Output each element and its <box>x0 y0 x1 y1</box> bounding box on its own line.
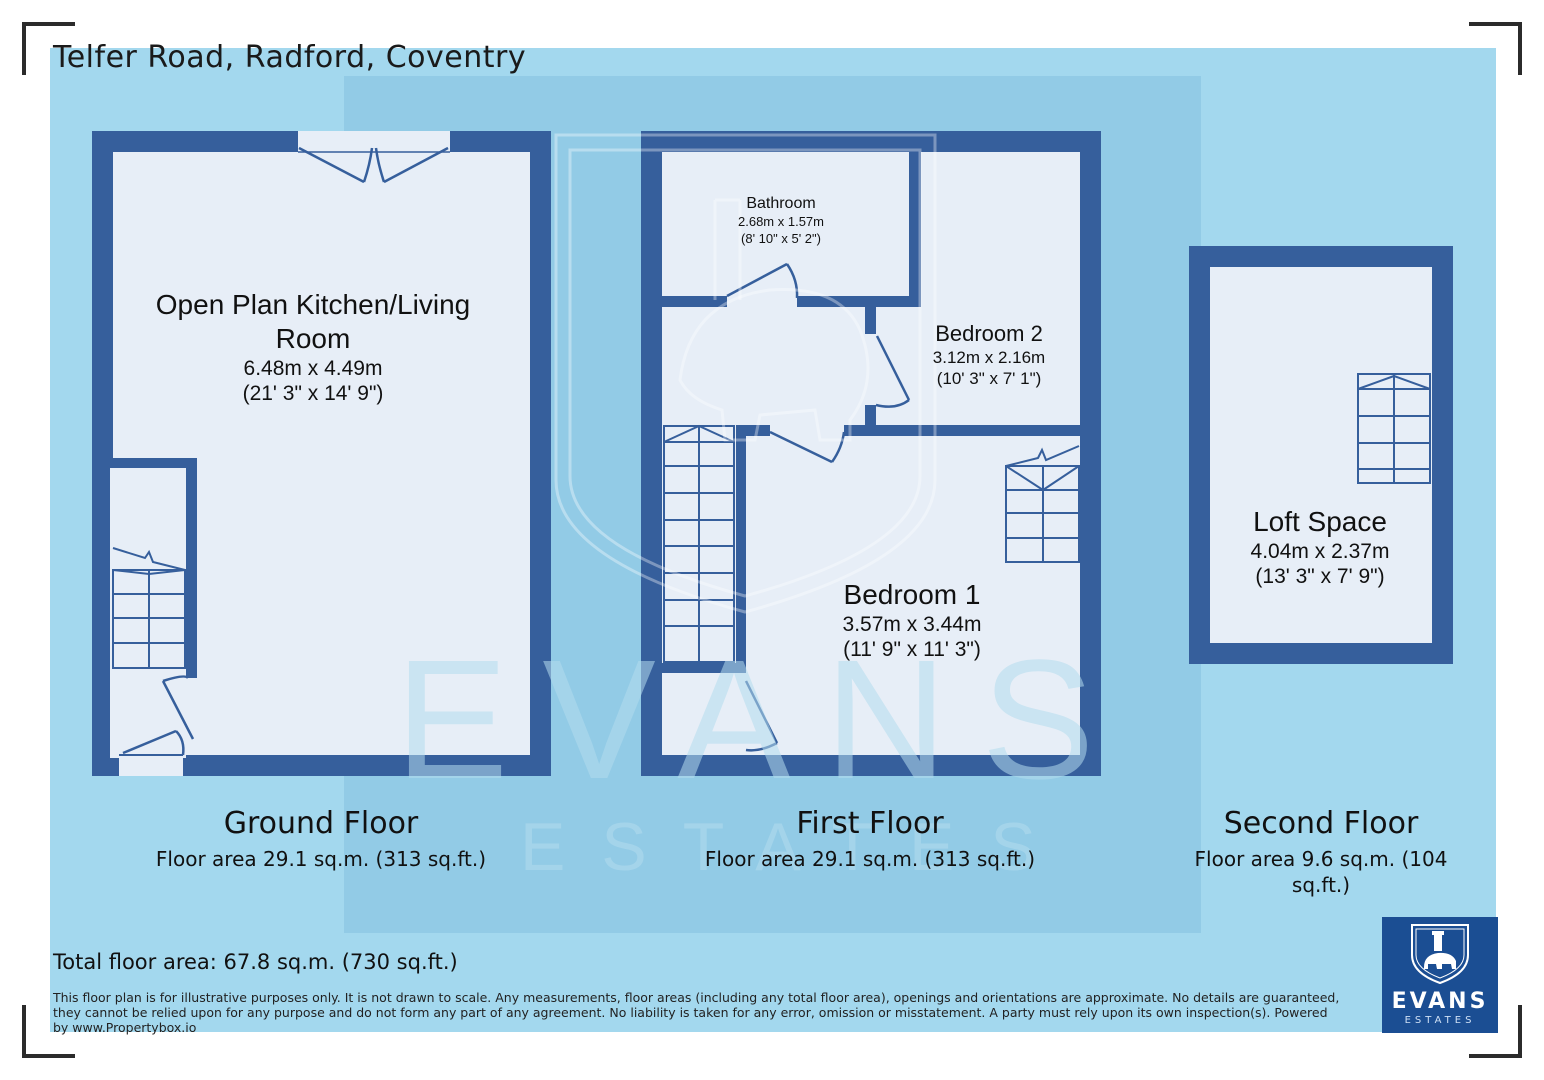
room-name: Loft Space <box>1253 506 1387 537</box>
first-floor-plan <box>641 131 1101 776</box>
room-name-line2: Room <box>275 323 351 354</box>
room-dimensions-metric: 3.12m x 2.16m <box>932 348 1046 367</box>
logo-subtitle: ESTATES <box>1404 1015 1476 1026</box>
property-address: Telfer Road, Radford, Coventry <box>53 40 527 75</box>
room-label-bedroom-2: Bedroom 2 3.12m x 2.16m (10' 3" x 7' 1") <box>900 321 1078 389</box>
floor-title-ground: Ground Floor <box>223 806 419 841</box>
room-name: Bedroom 2 <box>935 321 1043 346</box>
room-dimensions-imperial: (13' 3" x 7' 9") <box>1255 565 1385 588</box>
watermark-text: EVANS <box>395 625 1129 815</box>
room-name: Open Plan Kitchen/Living <box>155 289 471 320</box>
room-label-bedroom-1: Bedroom 1 3.57m x 3.44m (11' 9" x 11' 3"… <box>792 578 1032 662</box>
ground-floor-plan <box>92 131 551 776</box>
floor-area-second: Floor area 9.6 sq.m. (104 sq.ft.) <box>1194 847 1448 897</box>
disclaimer-text: This floor plan is for illustrative purp… <box>53 990 1340 1035</box>
room-dimensions-imperial: (11' 9" x 11' 3") <box>843 638 981 661</box>
floor-title-first: First Floor <box>796 806 944 841</box>
room-dimensions-metric: 6.48m x 4.49m <box>243 357 383 380</box>
room-label-bathroom: Bathroom 2.68m x 1.57m (8' 10" x 5' 2") <box>700 194 862 247</box>
watermark-subtext: ESTATES <box>520 809 1072 885</box>
room-dimensions-imperial: (8' 10" x 5' 2") <box>741 231 821 246</box>
logo-crest-icon <box>1411 924 1469 985</box>
total-floor-area: Total floor area: 67.8 sq.m. (730 sq.ft.… <box>53 950 458 974</box>
room-label-kitchen: Open Plan Kitchen/Living Room 6.48m x 4.… <box>112 288 514 406</box>
floor-area-first: Floor area 29.1 sq.m. (313 sq.ft.) <box>704 847 1036 871</box>
room-dimensions-metric: 3.57m x 3.44m <box>842 613 982 636</box>
evans-estates-logo: EVANS ESTATES <box>1382 917 1498 1033</box>
room-dimensions-imperial: (21' 3" x 14' 9") <box>242 382 384 405</box>
room-dimensions-metric: 4.04m x 2.37m <box>1250 540 1390 563</box>
floor-title-second: Second Floor <box>1223 806 1419 841</box>
room-label-loft: Loft Space 4.04m x 2.37m (13' 3" x 7' 9"… <box>1216 505 1424 589</box>
room-dimensions-imperial: (10' 3" x 7' 1") <box>936 369 1042 388</box>
floor-area-ground: Floor area 29.1 sq.m. (313 sq.ft.) <box>155 847 487 871</box>
room-name: Bathroom <box>746 195 816 212</box>
logo-name: EVANS <box>1391 989 1489 1014</box>
watermark-crest <box>554 133 937 614</box>
room-dimensions-metric: 2.68m x 1.57m <box>738 214 824 229</box>
room-name: Bedroom 1 <box>843 579 981 610</box>
second-floor-plan <box>1189 246 1453 664</box>
